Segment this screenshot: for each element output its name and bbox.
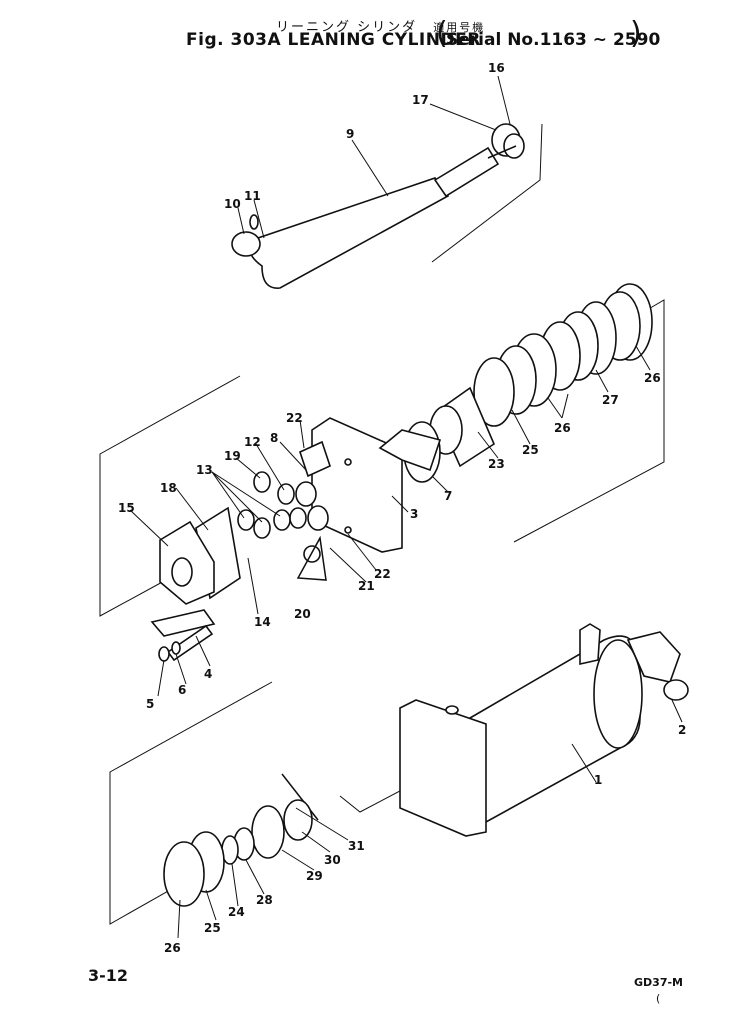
japanese-title-text: リーニング シリンダ: [276, 20, 418, 35]
callout-5: 5: [146, 697, 154, 711]
rod-assembly: [231, 123, 543, 289]
callout-25-upper: 25: [522, 443, 539, 457]
callout-14: 14: [254, 615, 271, 629]
callout-4: 4: [204, 667, 212, 681]
callout-12: 12: [244, 435, 261, 449]
callout-24: 24: [228, 905, 245, 919]
head-assembly: [99, 283, 665, 662]
footer-mark: (: [656, 992, 661, 1005]
document-code: GD37-M: [634, 976, 683, 989]
callout-30: 30: [324, 853, 341, 867]
close-paren: ): [630, 16, 642, 51]
callout-2: 2: [678, 723, 686, 737]
applicability-japanese: 適用号機: [433, 21, 486, 34]
callout-9: 9: [346, 127, 354, 141]
callout-labels: 16 17 9 10 11 26 27 26 25 23 22 8 12 19 …: [118, 61, 686, 955]
callout-10: 10: [224, 197, 241, 211]
callout-21: 21: [358, 579, 375, 593]
callout-3: 3: [410, 507, 418, 521]
callout-26-lower: 26: [164, 941, 181, 955]
callout-22-upper: 22: [286, 411, 303, 425]
leader-lines: [129, 75, 683, 939]
callout-1: 1: [594, 773, 602, 787]
serial-range: Serial No.1163 ~ 2590: [446, 30, 661, 50]
callout-19: 19: [224, 449, 241, 463]
callout-29: 29: [306, 869, 323, 883]
callout-31: 31: [348, 839, 365, 853]
japanese-title: リーニング シリンダ 適用号機: [276, 16, 485, 35]
callout-26-upper: 26: [644, 371, 661, 385]
callout-16: 16: [488, 61, 505, 75]
callout-27: 27: [602, 393, 619, 407]
page-number: 3-12: [88, 966, 129, 985]
callout-26-mid: 26: [554, 421, 571, 435]
callout-8: 8: [270, 431, 278, 445]
open-paren: (: [436, 16, 448, 51]
callout-22-lower: 22: [374, 567, 391, 581]
callout-11: 11: [244, 189, 261, 203]
callout-6: 6: [178, 683, 186, 697]
callout-15: 15: [118, 501, 135, 515]
callout-20: 20: [294, 607, 311, 621]
callout-25-lower: 25: [204, 921, 221, 935]
callout-28: 28: [256, 893, 273, 907]
callout-13: 13: [196, 463, 213, 477]
cylinder-assembly: [109, 623, 689, 925]
callout-18: 18: [160, 481, 177, 495]
callout-7: 7: [444, 489, 452, 503]
callout-17: 17: [412, 93, 429, 107]
figure-title: Fig. 303A LEANING CYLINDER: [186, 30, 481, 50]
callout-23: 23: [488, 457, 505, 471]
